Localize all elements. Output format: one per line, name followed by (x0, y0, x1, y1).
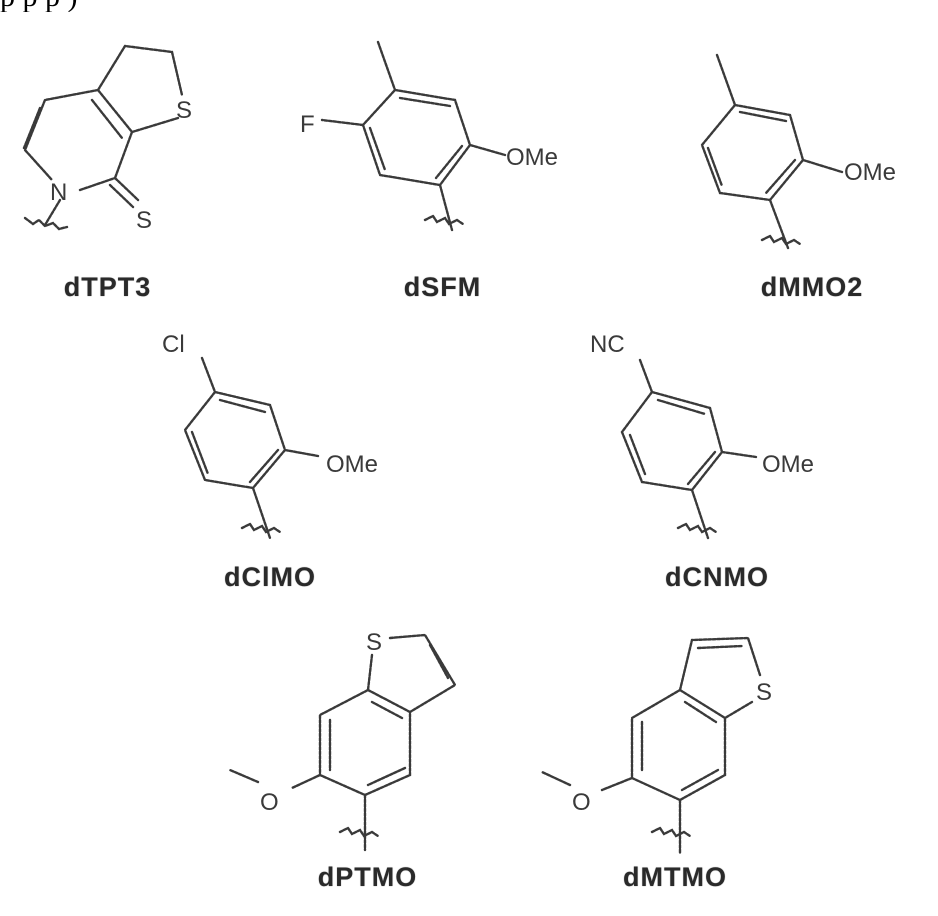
structure-dPTMO: S O dPTMO (200, 610, 490, 916)
methoxy-group: OMe (762, 451, 814, 478)
structure-dClMO: Cl OMe dClMO (150, 310, 450, 610)
dClMO-skeleton: Cl OMe (150, 310, 450, 560)
sulfur-atom: S (176, 97, 192, 124)
dSFM-skeleton: F OMe (260, 0, 580, 260)
structure-label: dCNMO (642, 562, 792, 593)
oxygen-atom: O (260, 789, 279, 816)
structure-label: dMMO2 (742, 272, 882, 303)
thione-sulfur-atom: S (136, 207, 152, 234)
methoxy-group: OMe (326, 451, 378, 478)
cyano-group: NC (590, 331, 625, 358)
chlorine-atom: Cl (162, 331, 185, 358)
structure-label: dMTMO (605, 862, 745, 893)
oxygen-atom: O (572, 789, 591, 816)
structure-dTPT3: S N S dTPT3 (0, 0, 230, 310)
dTPT3-skeleton: S N S (0, 0, 230, 260)
structure-label: dClMO (205, 562, 335, 593)
sulfur-atom: S (756, 679, 772, 706)
dMMO2-skeleton: OMe (620, 0, 938, 260)
structure-label: dTPT3 (45, 272, 170, 303)
sulfur-atom: S (366, 629, 382, 656)
structure-label: dPTMO (300, 862, 435, 893)
methoxy-group: OMe (844, 159, 896, 186)
methoxy-group: OMe (506, 144, 558, 171)
structure-dMTMO: S O dMTMO (520, 610, 810, 916)
fluorine-atom: F (300, 111, 315, 138)
dCNMO-skeleton: NC OMe (570, 310, 880, 560)
nitrogen-atom: N (50, 179, 67, 206)
structure-dCNMO: NC OMe dCNMO (570, 310, 880, 610)
dPTMO-skeleton: S O (200, 610, 490, 860)
structure-dSFM: F OMe dSFM (260, 0, 580, 310)
dMTMO-skeleton: S O (520, 610, 810, 860)
structure-dMMO2: OMe dMMO2 (620, 0, 938, 310)
structure-label: dSFM (385, 272, 500, 303)
